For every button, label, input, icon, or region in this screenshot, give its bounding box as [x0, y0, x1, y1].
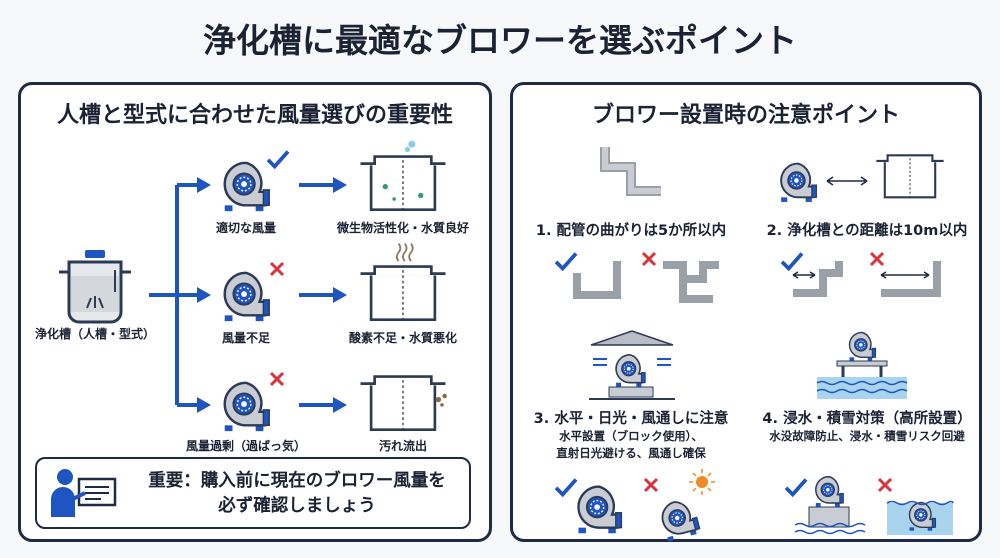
tank-icon	[875, 151, 945, 203]
blower-icon	[217, 377, 275, 435]
blower-on-block-icon	[794, 475, 866, 535]
point-1-title: 1. 配管の曲がりは5か所以内	[535, 223, 727, 239]
important-line-1: 重要：購入前に現在のブロワー風量を	[148, 471, 446, 491]
overflow-tank-icon	[355, 373, 447, 435]
arrow-head	[333, 177, 347, 193]
presenter-icon	[51, 469, 117, 517]
septic-tank-icon	[59, 250, 131, 324]
arrow-head	[333, 287, 347, 303]
cross-icon	[269, 261, 285, 277]
important-line-2: 必ず確認しましょう	[218, 496, 376, 516]
point-3-desc-line-2: 直射日光避ける、風通し確保	[556, 446, 706, 460]
blower-label: 適切な風量	[215, 221, 276, 235]
short-distance-pipe-icon	[792, 261, 843, 297]
cross-icon	[643, 477, 659, 493]
tilted-blower-icon	[657, 496, 702, 543]
long-distance-pipe-icon	[880, 261, 941, 297]
point-2-title: 2. 浄化槽との距離は10m以内	[766, 223, 968, 239]
sheltered-blower-icon	[589, 330, 675, 400]
cross-icon	[269, 371, 285, 387]
polluted-tank-icon	[355, 242, 451, 325]
result-label: 微生物活性化・水質良好	[336, 221, 469, 235]
left-panel: 人槽と型式に合わせた風量選びの重要性 浄化槽（人槽・型式） 適切な風量 微生物活…	[18, 82, 492, 542]
important-note-text: 重要：購入前に現在のブロワー風量を 必ず確認しましょう	[132, 469, 462, 519]
sun-icon	[689, 469, 715, 495]
point-3-desc-line-1: 水平設置（ブロック使用）、	[559, 429, 703, 443]
submerged-blower-icon	[886, 500, 954, 535]
check-icon	[265, 149, 291, 169]
elevated-blower-icon	[816, 331, 908, 399]
clean-tank-icon	[355, 140, 451, 215]
blower-icon	[775, 159, 821, 205]
left-panel-heading: 人槽と型式に合わせた風量選びの重要性	[56, 103, 453, 128]
arrow-head	[197, 177, 211, 193]
result-label: 汚れ流出	[378, 439, 427, 453]
distance-arrow-icon	[826, 176, 868, 186]
arrow-head	[197, 287, 211, 303]
blower-label: 風量過剰（過ばっ気）	[185, 439, 306, 453]
important-note-box: 重要：購入前に現在のブロワー風量を 必ず確認しましょう	[35, 457, 471, 529]
blower-icon	[217, 267, 275, 325]
flow-arrows	[149, 177, 347, 413]
bad-pipe-icon	[663, 261, 719, 303]
cross-icon	[641, 251, 657, 267]
septic-tank-label: 浄化槽（人槽・型式）	[34, 327, 155, 341]
arrow-head	[333, 397, 347, 413]
blower-icon	[571, 481, 627, 537]
right-panel-heading: ブロワー設置時の注意ポイント	[591, 103, 900, 128]
arrow-head	[197, 397, 211, 413]
page-title: 浄化槽に最適なブロワーを選ぶポイント	[203, 21, 797, 60]
point-4-desc: 水没故障防止、浸水・積雪リスク回避	[769, 429, 965, 443]
pipe-bends-icon	[600, 147, 661, 196]
point-3-desc: 水平設置（ブロック使用）、 直射日光避ける、風通し確保	[513, 428, 749, 462]
result-label: 酸素不足・水質悪化	[348, 331, 457, 345]
point-4-title: 4. 浸水・積雪対策（高所設置）	[762, 411, 972, 427]
right-panel: ブロワー設置時の注意ポイント 1. 配管の曲がりは5か所以内 2. 浄化槽との距…	[510, 82, 982, 543]
point-3-title: 3. 水平・日光・風通しに注意	[533, 411, 729, 427]
blower-label: 風量不足	[221, 331, 270, 345]
good-pipe-icon	[573, 261, 621, 299]
